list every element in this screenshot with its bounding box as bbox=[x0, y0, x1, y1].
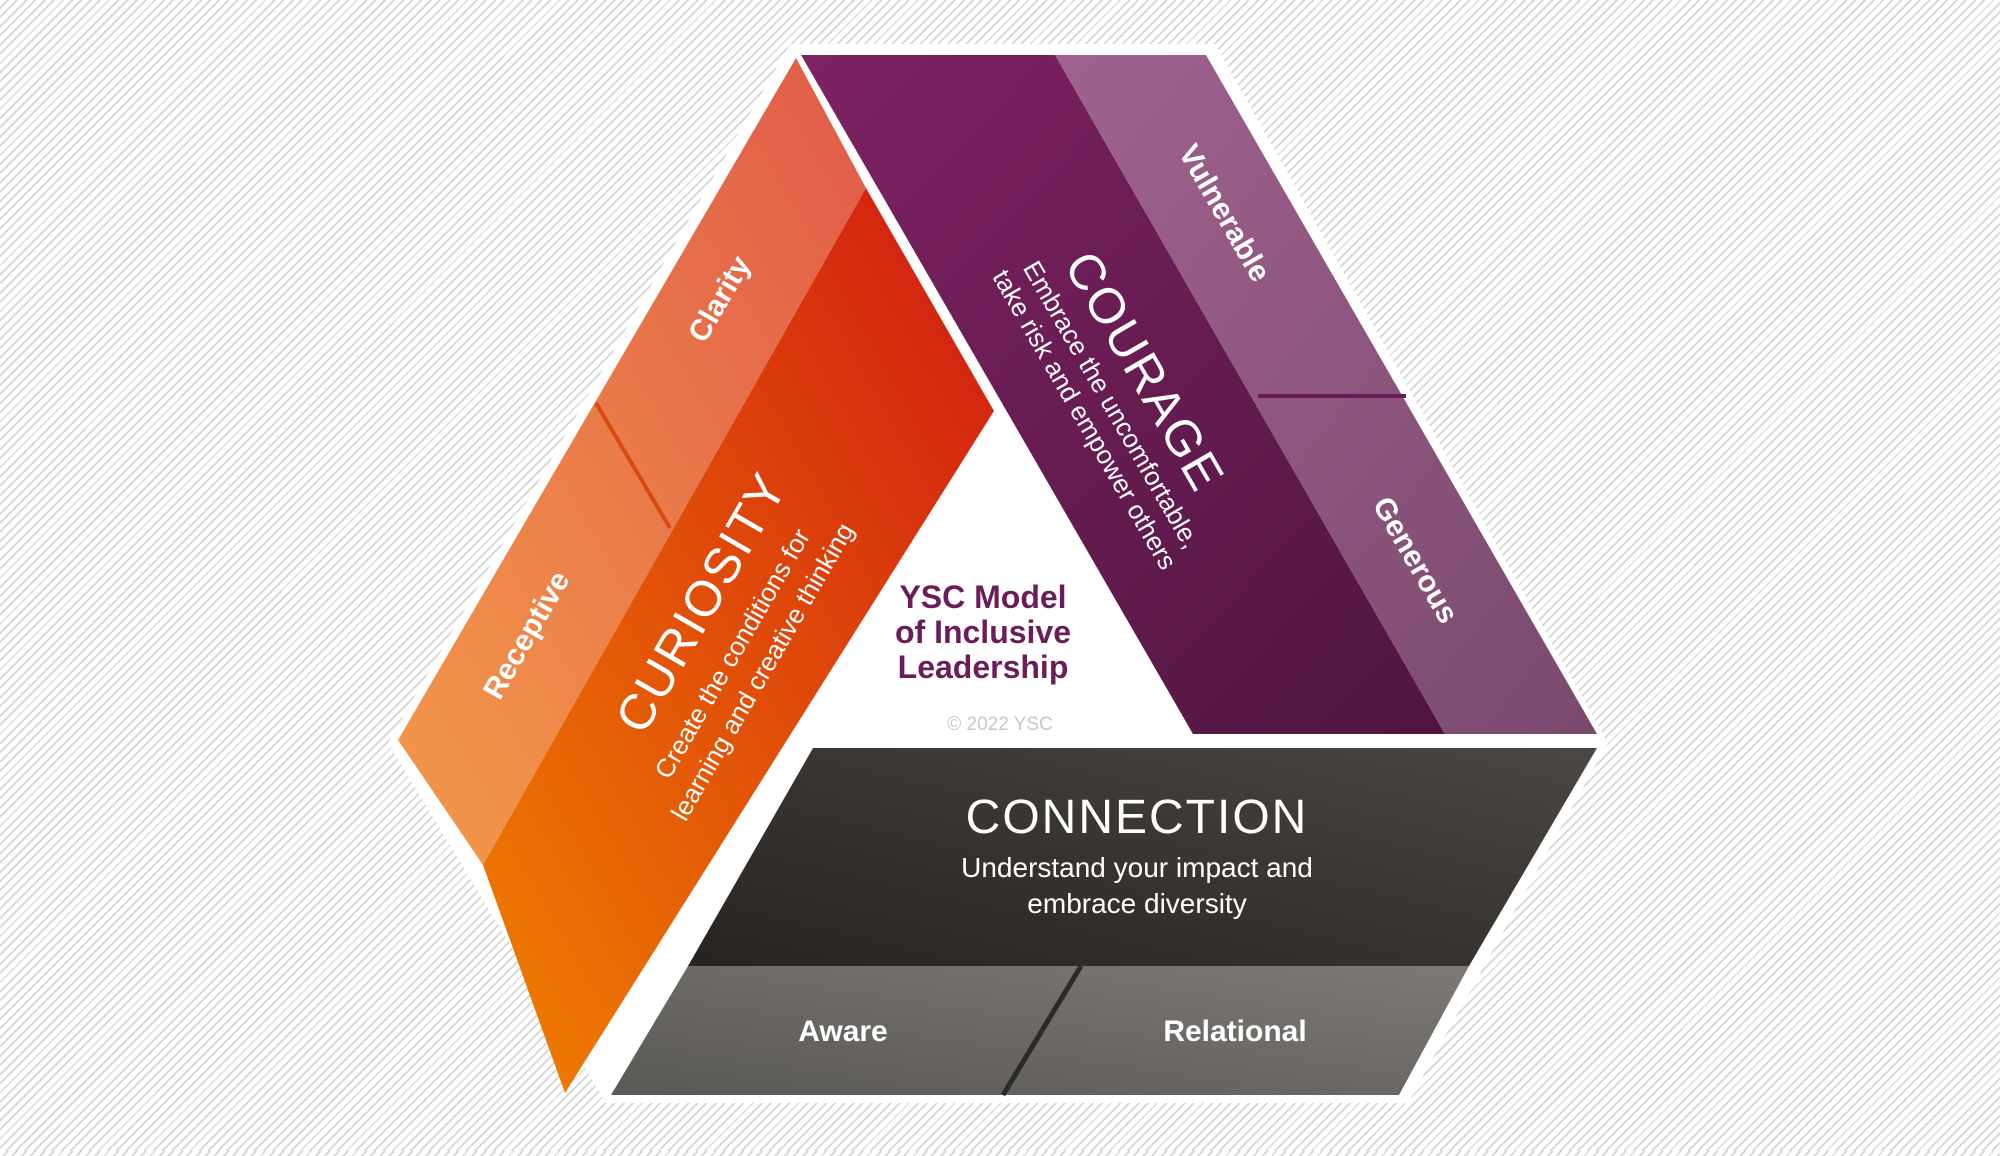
connection-title: CONNECTION bbox=[966, 791, 1309, 844]
curiosity-section bbox=[398, 58, 994, 1093]
model-title-line-1: YSC Model bbox=[899, 579, 1066, 615]
aware-label: Aware bbox=[798, 1015, 888, 1048]
connection-desc-line-2: embrace diversity bbox=[1027, 888, 1246, 919]
relational-label: Relational bbox=[1163, 1015, 1306, 1048]
model-title-line-3: Leadership bbox=[898, 649, 1069, 685]
connection-desc-line-1: Understand your impact and bbox=[961, 852, 1313, 883]
curiosity-divider bbox=[594, 401, 672, 530]
connection-inner-band bbox=[688, 748, 1597, 966]
copyright-text: © 2022 YSC bbox=[947, 714, 1053, 735]
courage-section bbox=[801, 55, 1597, 734]
connection-section bbox=[611, 748, 1597, 1097]
courage-inner-band bbox=[801, 55, 1445, 734]
connection-divider bbox=[1000, 964, 1084, 1097]
model-title: YSC Model of Inclusive Leadership bbox=[895, 579, 1071, 685]
curiosity-inner-band bbox=[483, 188, 994, 1093]
model-title-line-2: of Inclusive bbox=[895, 614, 1071, 650]
